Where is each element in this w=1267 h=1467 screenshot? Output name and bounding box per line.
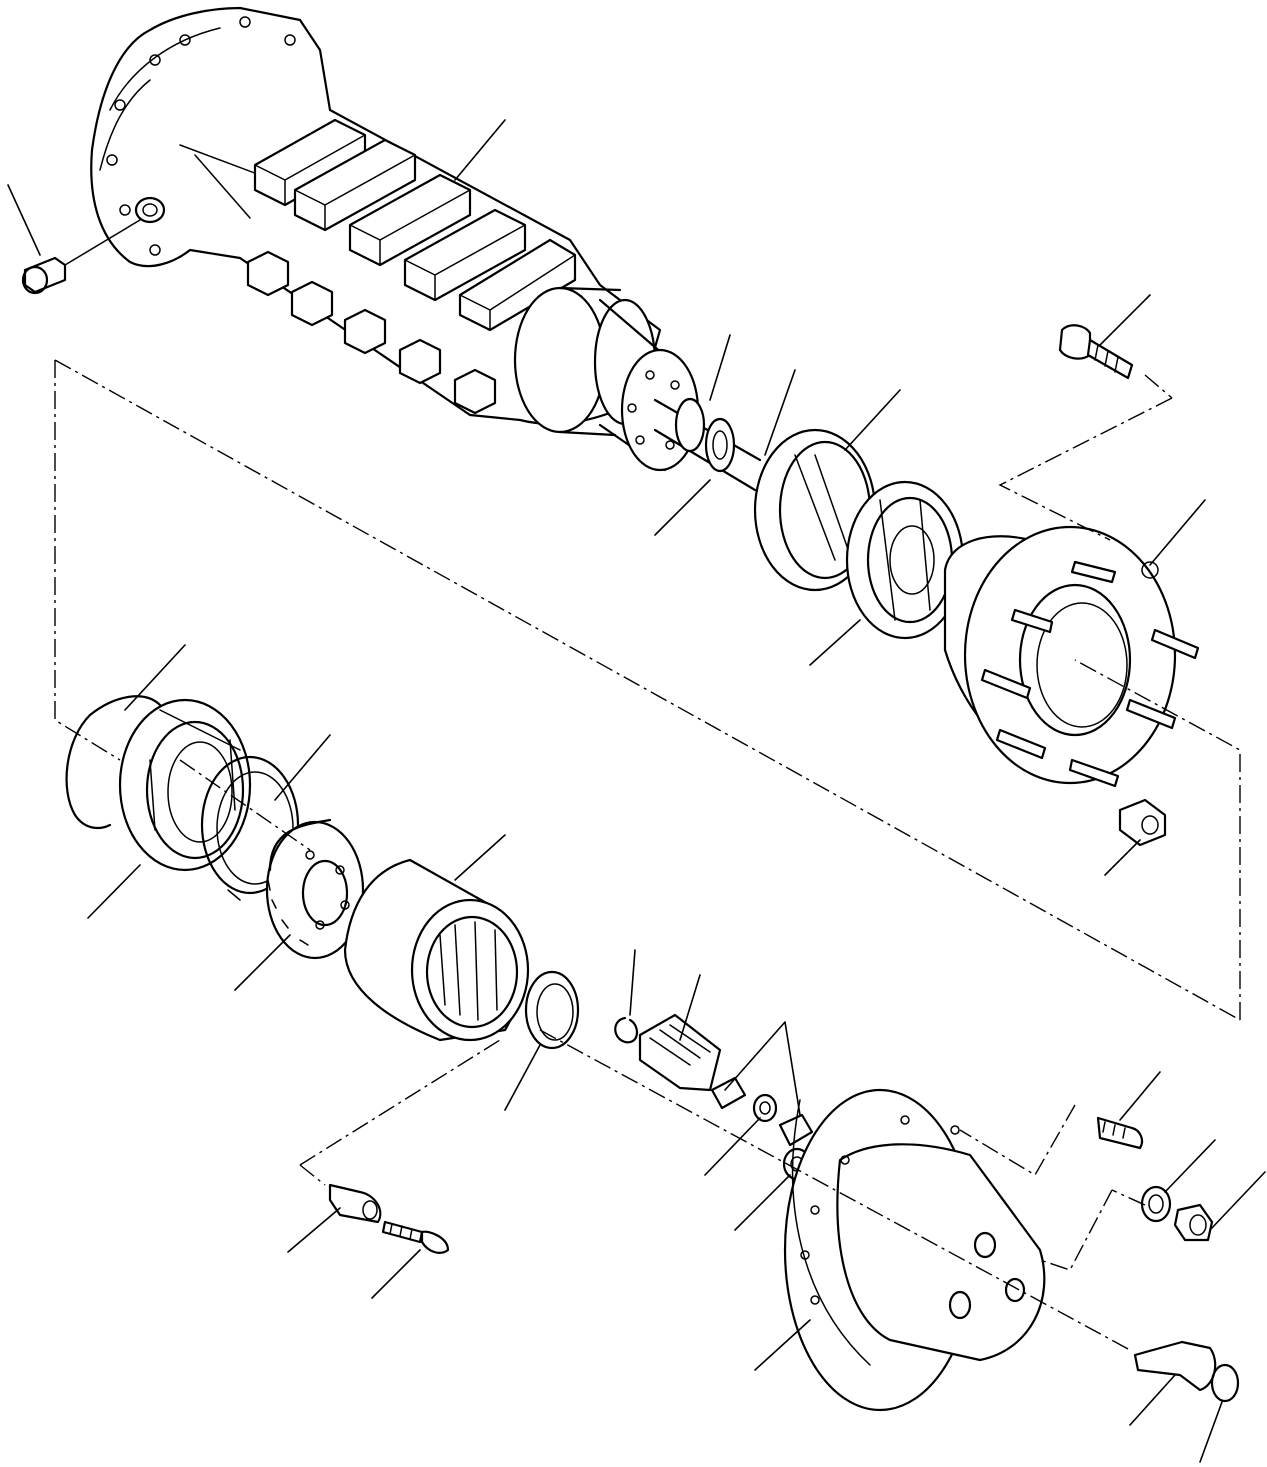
leader-fill-plug — [1209, 1171, 1266, 1231]
leader-needle-rollers — [724, 1021, 801, 1116]
assembly-lines — [54, 359, 1241, 1351]
circlip — [614, 1016, 638, 1044]
leader-o-ring-small — [1199, 1401, 1223, 1463]
leader-bearing-cup — [844, 389, 901, 451]
leader-carrier-bolt — [1119, 1071, 1161, 1121]
sun-gear-pin — [328, 1183, 382, 1224]
fill-plug — [1173, 1203, 1214, 1242]
leader-spindle-ring — [654, 479, 711, 536]
leader-retaining-ring — [504, 1044, 541, 1111]
socket-screw — [381, 1220, 450, 1254]
leader-thrust-pin — [1129, 1374, 1176, 1426]
leader-lines — [7, 119, 1266, 1463]
planet-gear — [638, 1013, 722, 1092]
outer-bearing-cone — [845, 480, 965, 640]
leader-spacer-b — [764, 369, 796, 456]
leader-drain-plug — [7, 184, 41, 256]
leader-planet-ring-gear — [454, 834, 506, 881]
leader-wheel-hub — [1149, 499, 1206, 566]
leader-inner-bearing — [87, 864, 141, 919]
o-ring-large — [65, 695, 162, 830]
leader-spring-pad — [454, 119, 506, 181]
leader-thrust-washer-a — [704, 1117, 761, 1176]
hub-bolt — [1058, 324, 1134, 380]
wheel-hub — [943, 525, 1200, 788]
leader-snap-ring — [274, 734, 331, 801]
leader-planet-carrier — [754, 1319, 811, 1371]
planet-ring-gear — [343, 858, 530, 1042]
retaining-ring-small — [524, 970, 580, 1050]
axle-housing — [90, 6, 762, 492]
needle-rollers — [710, 1076, 814, 1147]
leader-thrust-washer-b — [734, 1174, 791, 1231]
leader-o-ring-large — [124, 644, 186, 711]
leader-spacer-a — [709, 334, 731, 401]
o-ring-small — [1210, 1363, 1240, 1403]
leader-planet-gear — [679, 974, 701, 1041]
drain-plug — [21, 219, 141, 295]
leader-wheel-nut — [1104, 839, 1141, 876]
wheel-nut — [1118, 798, 1167, 847]
ring-gear-carrier — [265, 818, 365, 960]
wheel-studs — [980, 560, 1200, 788]
leader-hub-bolt — [1099, 294, 1151, 346]
thrust-pin — [1133, 1340, 1217, 1392]
leader-bearing-cone — [809, 619, 861, 666]
planet-carrier — [783, 1088, 1046, 1412]
leader-socket-screw — [371, 1249, 421, 1299]
leader-seal-washer — [1164, 1139, 1216, 1193]
leader-circlip — [629, 949, 636, 1016]
leader-ring-gear-carrier — [234, 934, 291, 991]
leader-sun-gear-pin — [287, 1207, 341, 1253]
carrier-bolt — [1096, 1116, 1144, 1150]
